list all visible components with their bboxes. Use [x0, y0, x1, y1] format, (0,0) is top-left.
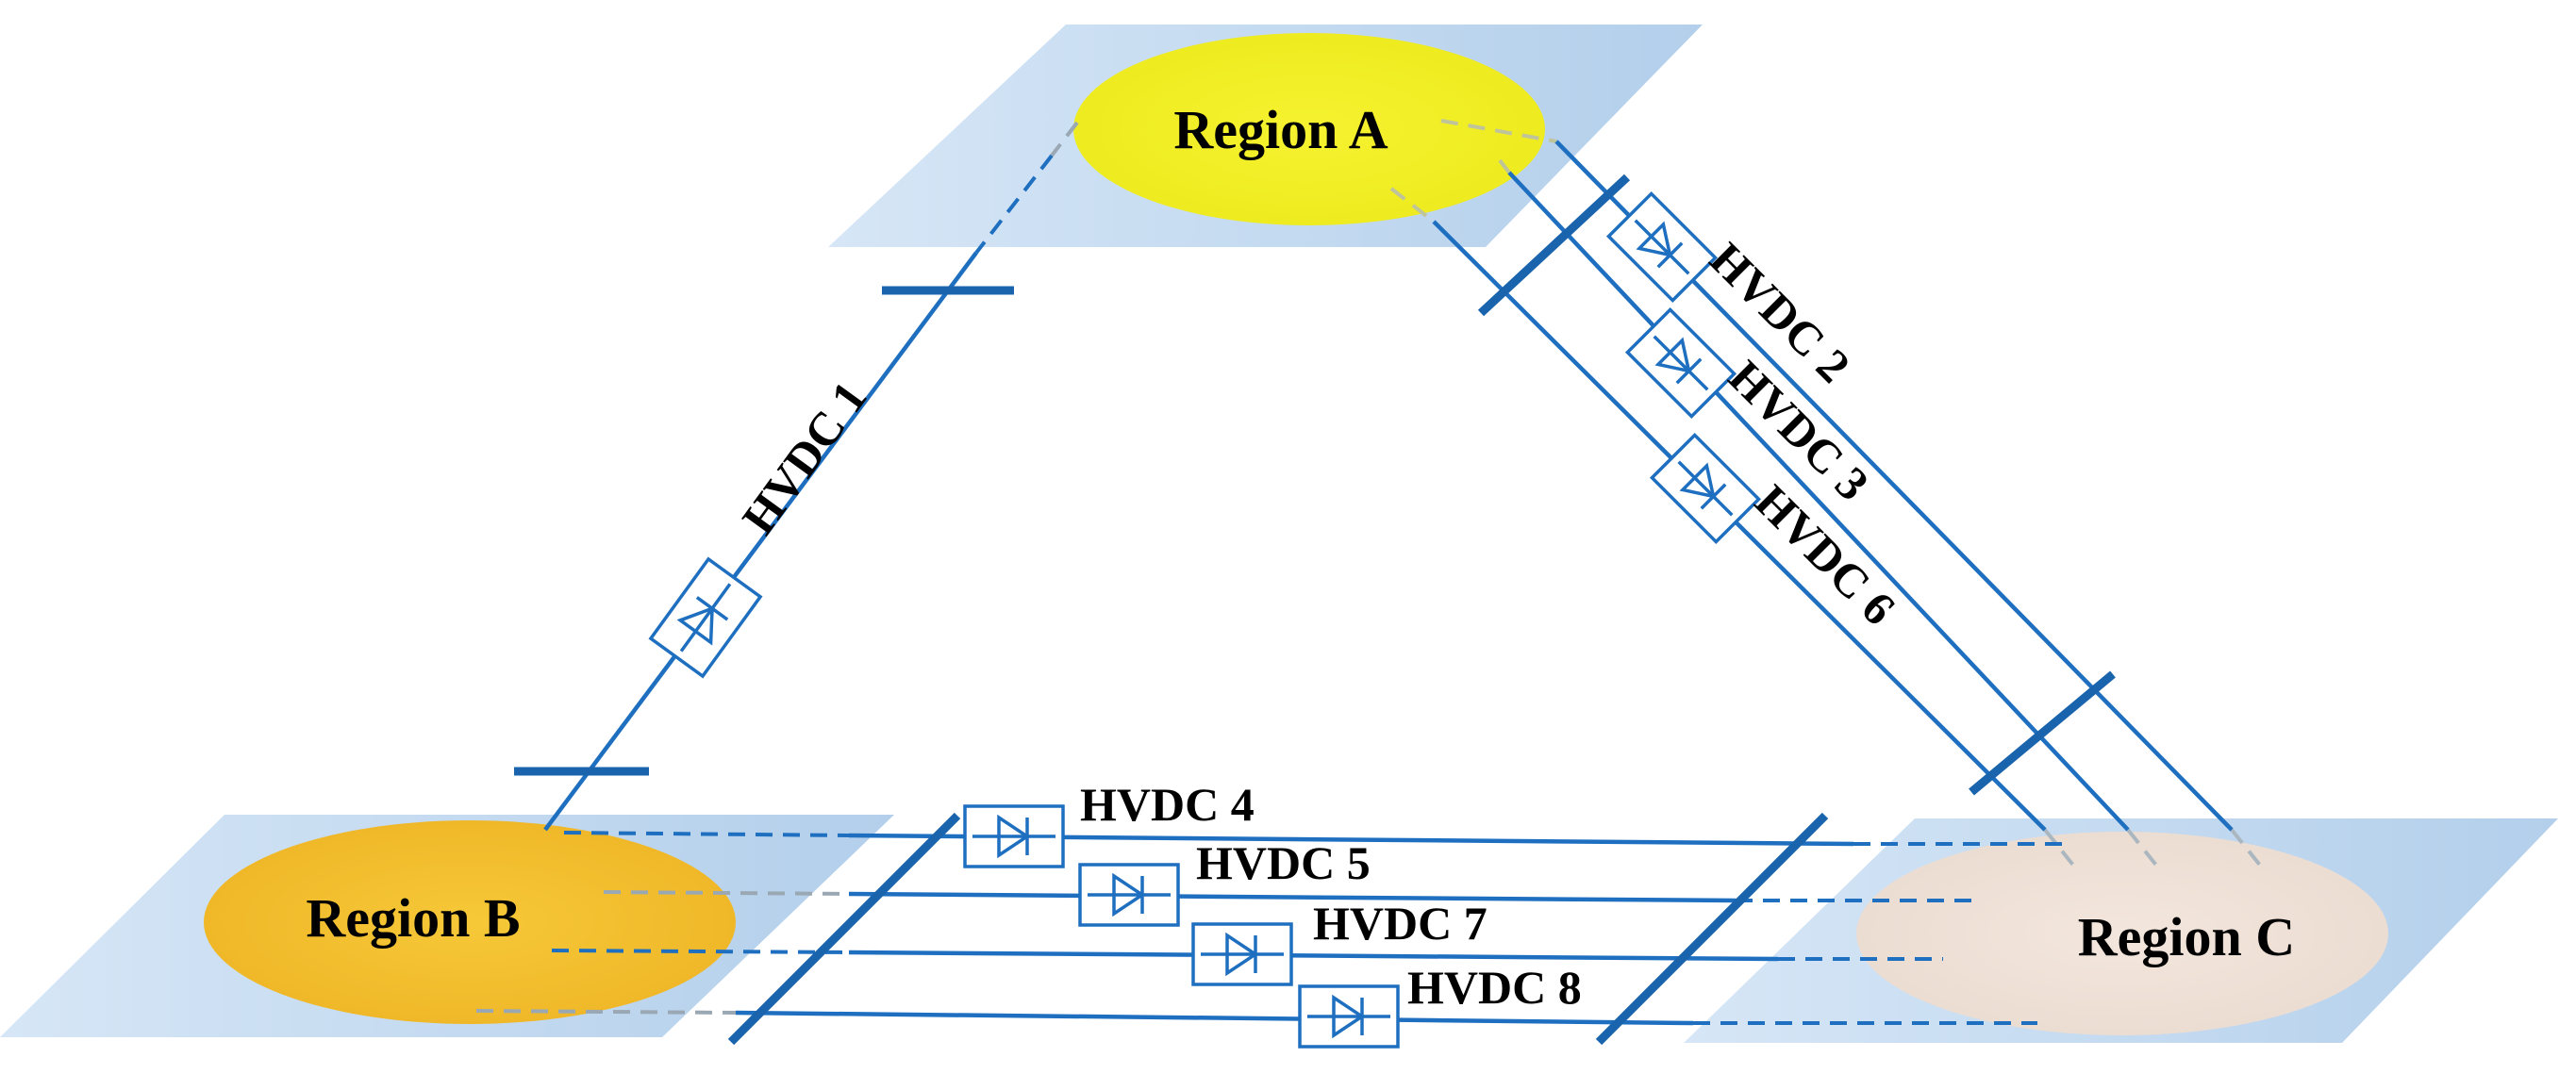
region-a-label: Region A: [1173, 99, 1388, 160]
region-c-ellipse: [1856, 832, 2388, 1035]
region-a-ellipse: [1073, 33, 1545, 225]
converter-hvdc4: [963, 804, 1065, 868]
dashed-connectors: [475, 119, 2264, 1025]
link-label-hvdc5: HVDC 5: [1196, 836, 1371, 889]
converter-hvdc6: [1649, 432, 1762, 545]
converter-hvdc7: [1191, 922, 1293, 986]
converter-hvdc3: [1624, 306, 1737, 420]
boundary-bar-b-c: [727, 812, 961, 1046]
converter-hvdc1: [648, 556, 763, 679]
boundary-bar-a-c: [1477, 173, 1631, 317]
region-c-label: Region C: [2078, 906, 2295, 967]
boundary-bar-c-a: [1969, 670, 2116, 796]
transmission-lines: [543, 140, 2234, 1026]
region-b-label: Region B: [306, 887, 520, 949]
link-label-hvdc7: HVDC 7: [1313, 897, 1487, 950]
converter-hvdc2: [1605, 190, 1719, 304]
link-label-hvdc8: HVDC 8: [1407, 961, 1582, 1014]
link-label-hvdc4: HVDC 4: [1080, 778, 1255, 831]
region-b-ellipse: [204, 820, 736, 1024]
converter-hvdc5: [1078, 863, 1180, 927]
link-label-hvdc1: HVDC 1: [732, 372, 877, 543]
converter-hvdc8: [1298, 984, 1400, 1049]
boundary-bars: [514, 173, 2116, 1046]
boundary-bar-c-b: [1595, 812, 1829, 1046]
